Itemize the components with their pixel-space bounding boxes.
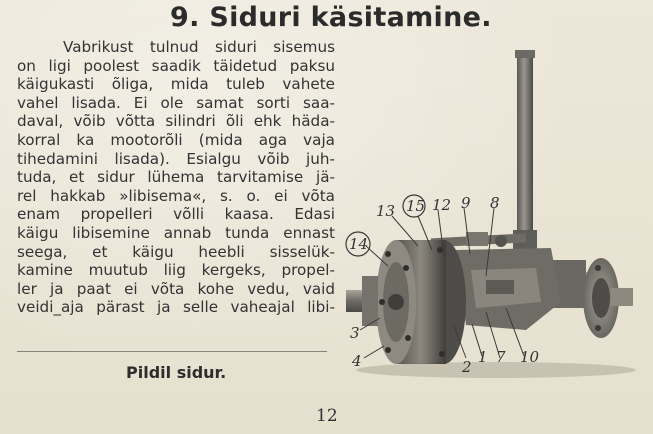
callout-label: 13: [376, 202, 395, 220]
clutch-housing: [456, 248, 561, 330]
paragraph-line: Vabrikust tulnud siduri sisemus: [63, 38, 335, 56]
paragraph-line: korral ka mootorõli (mida aga vaja: [17, 130, 335, 149]
paragraph-line: veidi_aja pärast ja selle vaheajal libi-: [17, 298, 335, 317]
paragraph-line: enam propelleri võlli kaasa. Edasi: [17, 205, 335, 224]
callout-label: 3: [350, 324, 360, 342]
callout-label: 2: [461, 358, 472, 376]
paragraph-line: käigukasti õliga, mida tuleb vahete: [17, 75, 335, 94]
callout-label: 4: [351, 352, 362, 370]
page-number: 12: [316, 406, 338, 426]
callout-label: 14: [349, 235, 368, 253]
callout-label: 1: [478, 348, 488, 366]
body-paragraph: Vabrikust tulnud siduri sisemus on ligi …: [17, 38, 335, 317]
lever-linkage: [430, 232, 527, 248]
paragraph-line: seega, et käigu heebli sisselük-: [17, 242, 335, 261]
vertical-lever-rod: [513, 50, 537, 252]
figure-caption: Pildil sidur.: [126, 363, 227, 382]
paragraph-line: on ligi poolest saadik täidetud paksu: [17, 56, 335, 75]
paragraph-line: käigu libisemine annab tunda ennast: [17, 223, 335, 242]
paragraph-line: daval, võib võtta silindri õli ehk häda-: [17, 112, 335, 131]
paragraph-line: kamine muutub liig kergeks, propel-: [17, 261, 335, 280]
paragraph-line: vahel lisada. Ei ole samat sorti saa-: [17, 93, 335, 112]
paragraph-line: ler ja paat ei võta kohe vedu, vaid: [17, 279, 335, 298]
clutch-drum: [376, 240, 466, 364]
paragraph-line: rel hakkab »libisema«, s. o. ei võta: [17, 186, 335, 205]
callout-label: 12: [432, 196, 451, 214]
callout-label: 15: [406, 197, 425, 215]
section-heading: 9. Siduri käsitamine.: [170, 2, 492, 33]
paragraph-line: tuda, et sidur lühema tarvitamise jä-: [17, 168, 335, 187]
clutch-photo: 13 15 12 9 8 14 3 4 2 1 7 10: [336, 40, 648, 385]
input-shaft: [346, 276, 378, 326]
callout-label: 10: [520, 348, 540, 366]
paragraph-line: tihedamini lisada). Esialgu võib juh-: [17, 149, 335, 168]
callout-label: 8: [490, 194, 500, 212]
callout-circle: [402, 194, 426, 218]
callout-label: 9: [461, 194, 471, 212]
callout-label: 7: [496, 348, 506, 366]
caption-divider: [17, 351, 327, 352]
callout-circle: [345, 231, 371, 257]
callout-lines: [359, 207, 525, 359]
photo-shadow: [356, 362, 636, 378]
